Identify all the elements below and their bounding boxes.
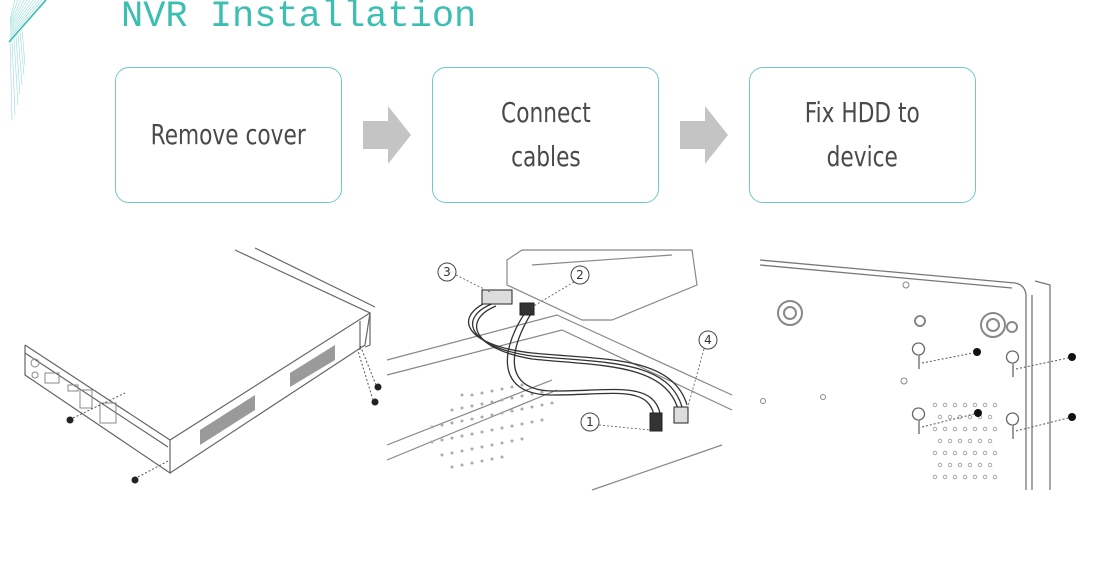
step-fix-hdd: Fix HDD to device bbox=[749, 67, 976, 203]
step-label: Remove cover bbox=[150, 118, 307, 151]
connect-cables-diagram: 3 2 4 1 bbox=[386, 249, 733, 491]
callout-1 bbox=[580, 412, 600, 432]
fix-hdd-diagram bbox=[759, 259, 1076, 490]
slide-title: NVR Installation bbox=[121, 0, 477, 38]
corner-decoration bbox=[8, 0, 47, 121]
step-connect-cables: Connect cables bbox=[432, 67, 659, 203]
remove-cover-diagram bbox=[24, 247, 382, 484]
callout-2-label: 2 bbox=[576, 268, 584, 282]
step-label: Connect cables bbox=[500, 96, 591, 173]
arrow-right-icon bbox=[680, 106, 728, 164]
callout-2 bbox=[570, 265, 590, 285]
vent-pattern bbox=[430, 383, 554, 469]
callout-3-label: 3 bbox=[443, 265, 451, 279]
callout-4 bbox=[698, 330, 718, 350]
callout-3 bbox=[437, 262, 457, 282]
step-label: Fix HDD to device bbox=[804, 96, 920, 173]
callout-4-label: 4 bbox=[704, 333, 712, 347]
callout-1-label: 1 bbox=[586, 415, 594, 429]
arrow-right-icon bbox=[363, 106, 411, 164]
step-remove-cover: Remove cover bbox=[115, 67, 342, 203]
